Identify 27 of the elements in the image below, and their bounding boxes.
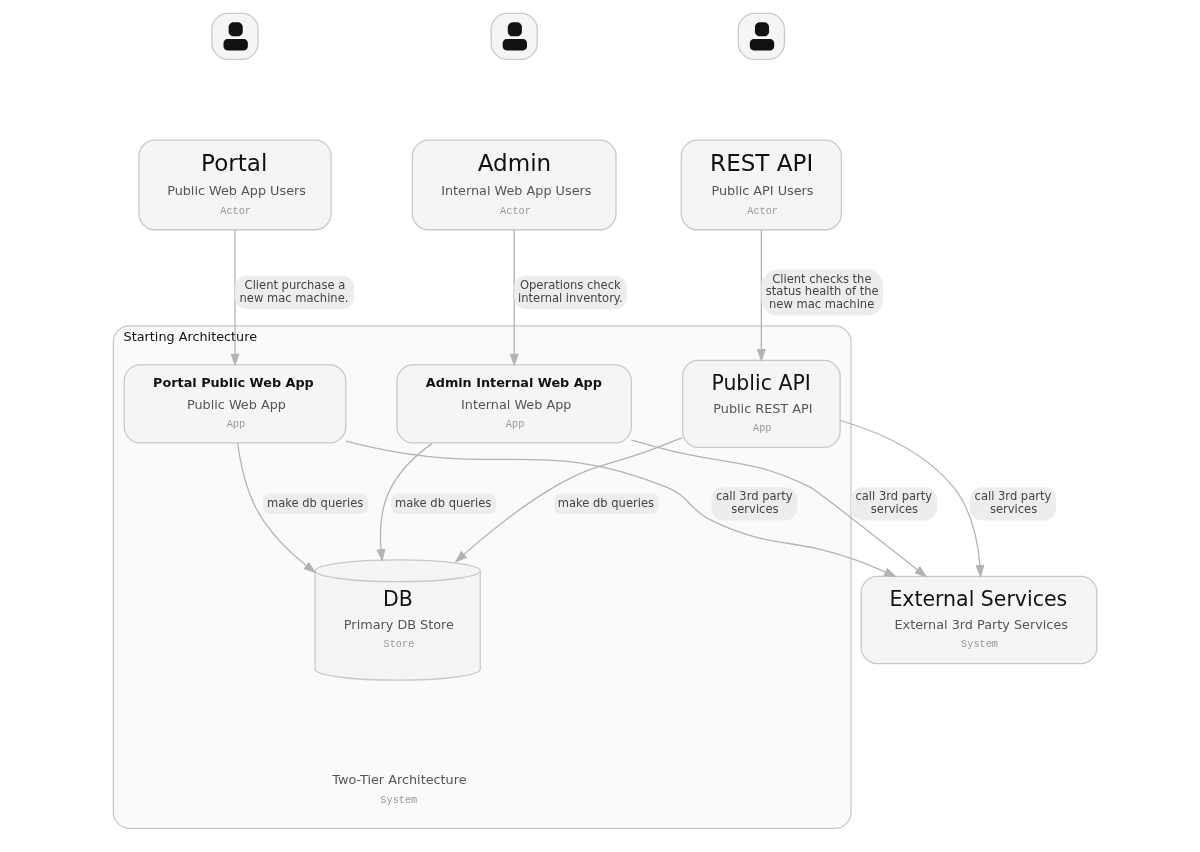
node-box: REST API Public API Users Actor [680,139,843,231]
arrow [230,229,240,367]
edge-label: make db queries [557,495,655,510]
arrow [376,442,433,563]
node-box: Portal Public Web App Public Web App App [123,364,347,444]
edge-label: call 3rd party services [855,489,933,517]
node-box: Portal Public Web App Users Actor [138,139,332,231]
node-box: Admin Internal Web App Internal Web App App [396,364,632,444]
edge-label: call 3rd party services [974,489,1052,517]
edge-label: Client purchase a new mac machine. [239,277,349,305]
edge-label: Operations check internal inventory. [518,277,623,305]
arrow [345,440,898,578]
arrow [454,437,683,563]
edge-label: Client checks the status health of the new mac machine [765,271,879,312]
edge-label: make db queries [267,495,364,510]
node-box: Public API Public REST API App [681,359,841,449]
node-box: External Services External 3rd Party Services System [860,575,1098,665]
arrow [237,442,317,574]
edge-label: call 3rd party services [715,489,793,517]
edge-label: make db queries [395,495,492,510]
node-person [490,12,538,61]
node-box: Admin Internal Web App Users Actor [411,139,617,231]
arrow [630,439,928,578]
arrow [509,229,519,367]
node-person [737,12,786,61]
node-person [211,12,259,61]
arrow [839,419,985,578]
